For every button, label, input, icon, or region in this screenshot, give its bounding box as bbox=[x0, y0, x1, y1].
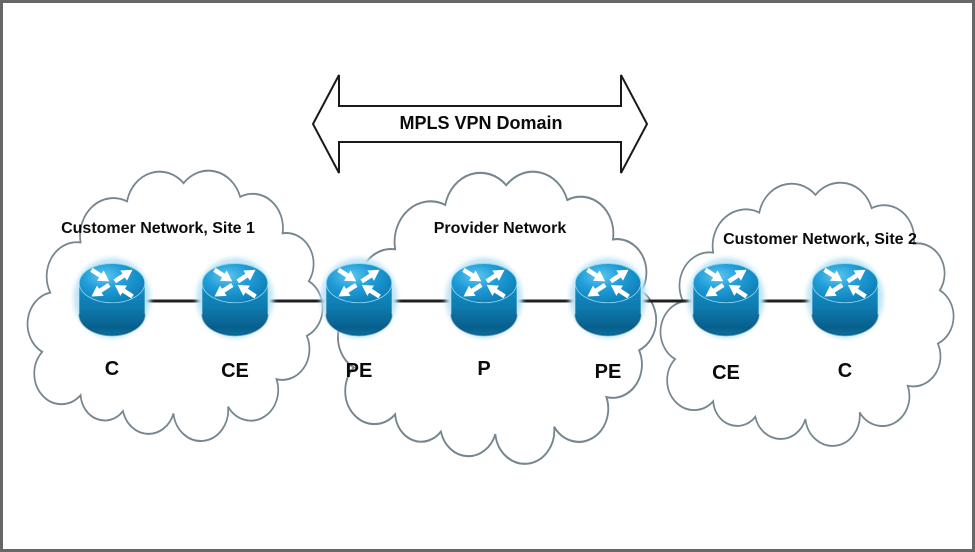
mpls-vpn-domain-arrow bbox=[311, 74, 649, 174]
router-label-pe-right: PE bbox=[594, 361, 622, 383]
router-icon-c-site1 bbox=[74, 258, 151, 338]
router-icon-pe-left bbox=[321, 258, 398, 338]
mpls-topology-canvas bbox=[26, 74, 955, 465]
router-label-ce-site1: CE bbox=[221, 360, 249, 382]
router-label-c-site2: C bbox=[837, 360, 853, 382]
cloud-site1-label: Customer Network, Site 1 bbox=[61, 220, 255, 238]
router-icon-c-site2 bbox=[807, 258, 884, 338]
cloud-provider-label: Provider Network bbox=[433, 220, 567, 238]
router-icon-pe-right bbox=[570, 258, 647, 338]
router-icon-ce-site2 bbox=[688, 258, 765, 338]
router-icon-p-core bbox=[446, 258, 523, 338]
mpls-arrow-label: MPLS VPN Domain bbox=[399, 113, 563, 134]
cloud-site2-label: Customer Network, Site 2 bbox=[723, 231, 917, 249]
router-label-ce-site2: CE bbox=[712, 362, 740, 384]
router-icon-ce-site1 bbox=[197, 258, 274, 338]
cloud-site1 bbox=[26, 169, 324, 442]
router-label-c-site1: C bbox=[104, 358, 120, 380]
router-label-p-core: P bbox=[477, 358, 491, 380]
router-label-pe-left: PE bbox=[345, 360, 373, 382]
